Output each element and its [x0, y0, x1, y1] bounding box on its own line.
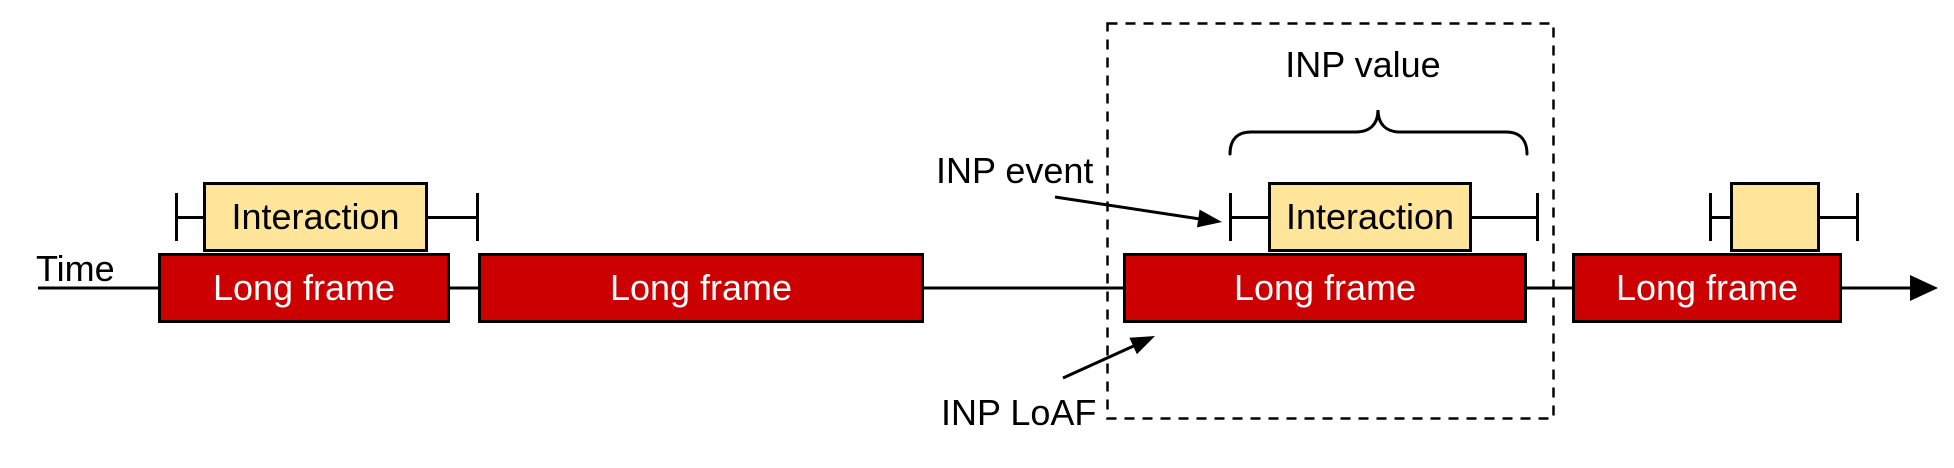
long-frame-4-label: Long frame: [1615, 267, 1799, 308]
inp-value-label: INP value: [1285, 44, 1441, 85]
timeline-arrowhead-icon: [1910, 275, 1938, 301]
inp-loaf-arrow: [1062, 336, 1155, 380]
inp-event-arrowhead-icon: [1197, 209, 1222, 228]
long-frame-4: Long frame: [1572, 253, 1842, 323]
interaction-3: [1730, 182, 1820, 252]
long-frame-1-label: Long frame: [212, 267, 396, 308]
long-frame-3-inp-loaf: Long frame: [1123, 253, 1527, 323]
inp-loaf-arrowhead-icon: [1129, 336, 1155, 355]
long-frame-3-label: Long frame: [1233, 267, 1417, 308]
interaction-2-label: Interaction: [1285, 196, 1455, 237]
interaction-2-inp-event: Interaction: [1268, 182, 1472, 252]
long-frame-2: Long frame: [478, 253, 924, 323]
interaction-1-label: Interaction: [231, 196, 400, 237]
inp-event-label: INP event: [936, 150, 1094, 191]
time-axis-label: Time: [36, 248, 115, 289]
long-frame-1: Long frame: [158, 253, 450, 323]
inp-loaf-label: INP LoAF: [941, 392, 1097, 433]
inp-event-arrow: [1054, 195, 1222, 228]
inp-value-brace: [1228, 109, 1529, 156]
interaction-1: Interaction: [203, 182, 428, 252]
long-frame-2-label: Long frame: [609, 267, 793, 308]
